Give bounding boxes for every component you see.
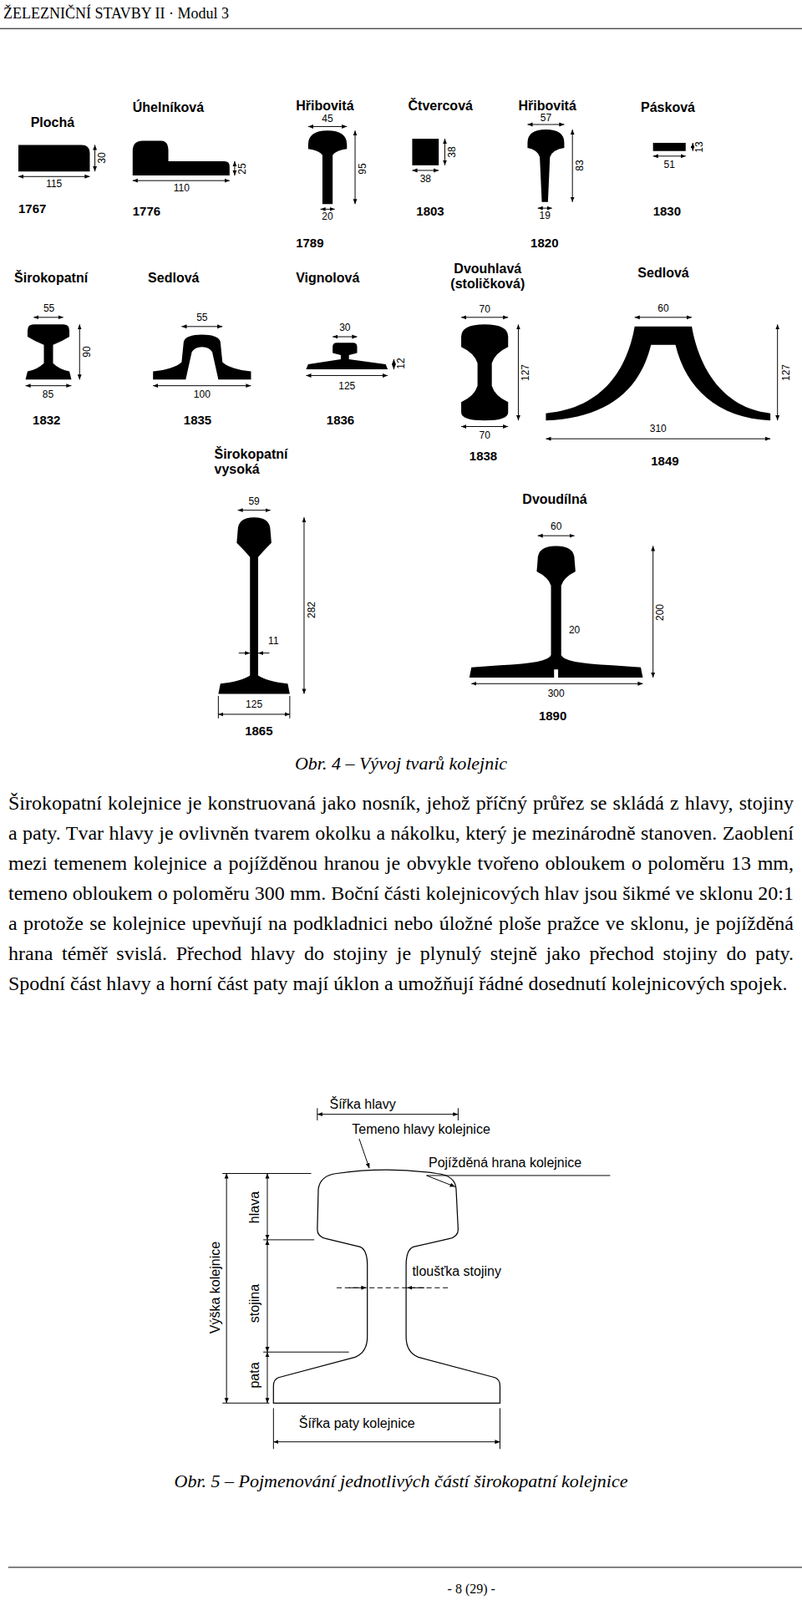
part-label: Šířka hlavy bbox=[329, 1096, 396, 1112]
dimension-label: 60 bbox=[656, 303, 670, 315]
profile-name: Plochá bbox=[30, 114, 75, 130]
year-label: 1789 bbox=[295, 235, 324, 250]
figure-caption: Obr. 5 – Pojmenování jednotlivých částí … bbox=[174, 1471, 629, 1493]
year-label: 1820 bbox=[530, 235, 559, 250]
dimension-label: 20 bbox=[568, 624, 581, 637]
profile-name: Čtvercová bbox=[408, 98, 473, 114]
dimension-label: 70 bbox=[477, 304, 491, 316]
figure-caption: Obr. 4 – Vývoj tvarů kolejnic bbox=[294, 752, 508, 774]
year-label: 1835 bbox=[183, 413, 212, 428]
dimension-label: 51 bbox=[663, 159, 676, 172]
footer-rule bbox=[8, 1566, 802, 1568]
profile-name: Širokopatní vysoká bbox=[213, 446, 306, 478]
part-label: pata bbox=[247, 1362, 263, 1389]
dimension-label: 300 bbox=[547, 688, 566, 701]
rail-parts-figure bbox=[222, 1107, 610, 1449]
dimension-label: 90 bbox=[81, 345, 94, 359]
dimension-label: 12 bbox=[395, 356, 408, 370]
dimension-label: 30 bbox=[96, 152, 109, 165]
dimension-label: 11 bbox=[267, 635, 280, 648]
dimension-label: 85 bbox=[41, 389, 55, 401]
dimension-label: 38 bbox=[419, 173, 432, 186]
year-label: 1836 bbox=[326, 413, 355, 428]
part-label: hlava bbox=[247, 1191, 263, 1224]
part-label: Temeno hlavy kolejnice bbox=[351, 1121, 490, 1138]
profile-name: Dvouhlavá (stoličková) bbox=[436, 261, 539, 293]
year-label: 1830 bbox=[653, 203, 681, 219]
dimension-label: 110 bbox=[172, 182, 191, 195]
dimension-label: 25 bbox=[237, 162, 249, 175]
dimension-label: 200 bbox=[655, 603, 668, 622]
dimension-label: 30 bbox=[338, 322, 351, 335]
dimension-label: 125 bbox=[337, 380, 356, 393]
header-rule bbox=[0, 28, 802, 30]
dimension-label: 45 bbox=[320, 113, 334, 126]
year-label: 1803 bbox=[416, 203, 444, 219]
year-label: 1849 bbox=[650, 453, 679, 468]
dimension-label: 127 bbox=[520, 363, 533, 382]
dimension-label: 20 bbox=[320, 211, 334, 224]
profile-name: Úhelníková bbox=[132, 100, 204, 116]
profile-name: Hřibovitá bbox=[517, 98, 576, 114]
part-label: Pojížděná hrana kolejnice bbox=[428, 1155, 582, 1171]
profile-name: Sedlová bbox=[147, 270, 199, 286]
rail-profiles bbox=[18, 124, 778, 719]
dimension-label: 70 bbox=[477, 430, 491, 442]
profile-name: Pásková bbox=[640, 100, 696, 116]
page-number: - 8 (29) - bbox=[447, 1580, 496, 1596]
part-label: Šířka paty kolejnice bbox=[299, 1416, 416, 1432]
dimension-label: 310 bbox=[649, 423, 668, 436]
year-label: 1767 bbox=[18, 202, 46, 217]
dimension-label: 57 bbox=[539, 112, 553, 125]
dimension-label: 100 bbox=[192, 389, 212, 401]
profile-name: Dvoudílná bbox=[522, 492, 587, 508]
part-label: tloušťka stojiny bbox=[411, 1263, 502, 1280]
dimension-label: 95 bbox=[357, 162, 370, 175]
dimension-label: 55 bbox=[195, 312, 209, 325]
year-label: 1832 bbox=[32, 413, 61, 428]
dimension-label: 282 bbox=[306, 600, 319, 620]
dimension-label: 55 bbox=[42, 303, 56, 315]
dimension-label: 115 bbox=[45, 178, 63, 191]
year-label: 1865 bbox=[244, 723, 273, 738]
profile-name: Sedlová bbox=[637, 265, 689, 281]
dimension-label: 19 bbox=[538, 210, 552, 223]
dimension-label: 60 bbox=[549, 522, 563, 534]
dimension-label: 38 bbox=[446, 145, 459, 158]
profile-name: Vignolová bbox=[295, 270, 360, 286]
dimension-label: 127 bbox=[781, 363, 793, 382]
profile-name: Širokopatní bbox=[14, 270, 88, 286]
dimension-label: 83 bbox=[574, 158, 587, 172]
profile-name: Hřibovitá bbox=[295, 98, 354, 114]
part-label: stojina bbox=[247, 1284, 263, 1323]
dimension-label: 59 bbox=[247, 496, 260, 508]
dimension-label: 125 bbox=[244, 699, 264, 711]
header-title: ŽELEZNIČNÍ STAVBY II · Modul 3 bbox=[3, 5, 229, 23]
year-label: 1776 bbox=[132, 203, 161, 219]
part-label: Výška kolejnice bbox=[208, 1241, 224, 1334]
dimension-label: 13 bbox=[694, 140, 706, 153]
year-label: 1838 bbox=[469, 448, 498, 463]
body-paragraph: Širokopatní kolejnice je konstruovaná ja… bbox=[8, 787, 794, 999]
year-label: 1890 bbox=[538, 709, 567, 724]
